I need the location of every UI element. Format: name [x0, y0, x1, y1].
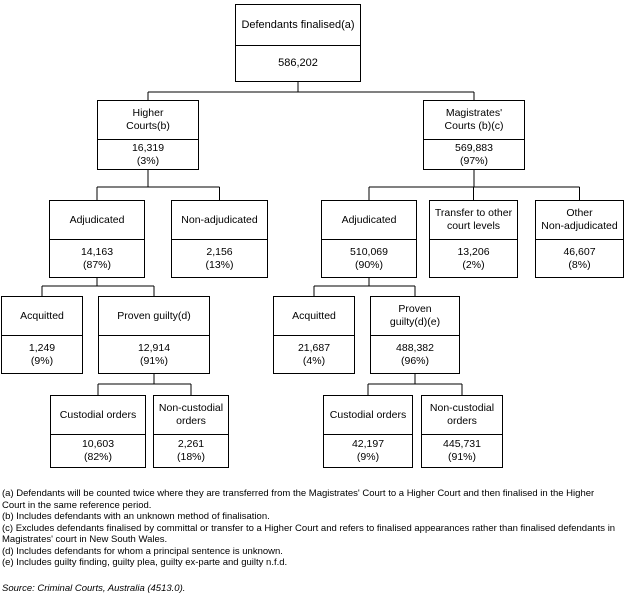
node-h-pg: Proven guilty(d) 12,914(91%)	[98, 296, 210, 374]
node-percent: (8%)	[568, 258, 591, 271]
node-m-other: Other Non-adjudicated 46,607(8%)	[535, 200, 624, 278]
node-label: Acquitted	[2, 297, 82, 336]
node-h-cust: Custodial orders 10,603(82%)	[50, 395, 146, 468]
connector-lines	[41, 82, 580, 395]
node-percent: (90%)	[354, 258, 383, 271]
node-m-noncust: Non-custodial orders 445,731(91%)	[421, 395, 503, 468]
node-percent: (9%)	[356, 451, 380, 463]
node-h-noncust: Non-custodial orders 2,261(18%)	[153, 395, 229, 468]
node-count: 46,607	[563, 245, 596, 258]
node-percent: (97%)	[459, 154, 488, 167]
node-percent: (4%)	[302, 354, 326, 367]
footnotes: (a) Defendants will be counted twice whe…	[2, 488, 620, 569]
node-higher: Higher Courts(b)16,319(3%)	[97, 100, 199, 170]
node-label: Custodial orders	[324, 396, 412, 435]
node-h-nonadj: Non-adjudicated 2,156(13%)	[171, 200, 268, 278]
node-percent: (91%)	[447, 451, 476, 463]
node-mag: Magistrates' Courts (b)(c)569,883(97%)	[423, 100, 525, 170]
node-m-cust: Custodial orders 42,197(9%)	[323, 395, 413, 468]
node-count: 1,249	[28, 341, 56, 354]
node-count: 569,883	[455, 141, 493, 154]
node-count: 16,319	[131, 141, 165, 154]
node-h-adj: Adjudicated 14,163(87%)	[49, 200, 145, 278]
node-label: Higher Courts(b)	[98, 101, 198, 140]
node-count: 510,069	[350, 245, 388, 258]
node-percent: (13%)	[205, 258, 234, 271]
node-label: Proven guilty(d)	[99, 297, 209, 336]
node-root: Defendants finalised(a) 586,202	[235, 4, 361, 82]
node-count: 2,261	[177, 438, 205, 450]
node-m-transfer: Transfer to other court levels 13,206(2%)	[429, 200, 518, 278]
node-count: 21,687	[297, 341, 331, 354]
footnote-b: (b) Includes defendants with an unknown …	[2, 511, 270, 522]
node-label: Acquitted	[274, 297, 354, 336]
node-percent: (96%)	[400, 354, 429, 367]
footnote-c: (c) Excludes defendants finalised by com…	[2, 522, 616, 546]
node-count: 12,914	[137, 341, 171, 354]
node-percent: (2%)	[462, 258, 485, 271]
node-h-acq: Acquitted 1,249(9%)	[1, 296, 83, 374]
node-count: 2,156	[206, 245, 233, 258]
node-label: Non-adjudicated	[172, 201, 267, 240]
footnote-e: (e) Includes guilty finding, guilty plea…	[2, 557, 288, 568]
node-label: Defendants finalised(a)	[236, 5, 360, 46]
node-label: Adjudicated	[322, 201, 416, 240]
node-count: 586,202	[278, 57, 318, 69]
node-label: Non-custodial orders	[422, 396, 502, 435]
node-m-acq: Acquitted 21,687(4%)	[273, 296, 355, 374]
node-percent: (18%)	[176, 451, 205, 463]
node-count: 445,731	[443, 438, 481, 450]
node-label: Transfer to other court levels	[430, 201, 517, 240]
node-m-pg: Proven guilty(d)(e) 488,382(96%)	[370, 296, 460, 374]
node-percent: (91%)	[139, 354, 168, 367]
node-percent: (3%)	[136, 154, 160, 167]
node-count: 10,603	[81, 438, 115, 450]
node-label: Non-custodial orders	[154, 396, 228, 435]
node-count: 42,197	[351, 438, 385, 450]
node-count: 488,382	[396, 341, 434, 354]
footnote-a: (a) Defendants will be counted twice whe…	[2, 488, 595, 511]
node-label: Magistrates' Courts (b)(c)	[424, 101, 524, 140]
source-citation: Source: Criminal Courts, Australia (4513…	[2, 583, 186, 594]
node-label: Custodial orders	[51, 396, 145, 435]
node-count: 14,163	[80, 245, 114, 258]
node-count: 13,206	[457, 245, 490, 258]
node-percent: (87%)	[82, 258, 111, 271]
node-label: Other Non-adjudicated	[536, 201, 623, 240]
node-percent: (82%)	[83, 451, 112, 463]
node-percent: (9%)	[30, 354, 54, 367]
footnote-d: (d) Includes defendants for whom a princ…	[2, 545, 283, 557]
node-label: Proven guilty(d)(e)	[371, 297, 459, 336]
node-m-adj: Adjudicated 510,069(90%)	[321, 200, 417, 278]
node-label: Adjudicated	[50, 201, 144, 240]
